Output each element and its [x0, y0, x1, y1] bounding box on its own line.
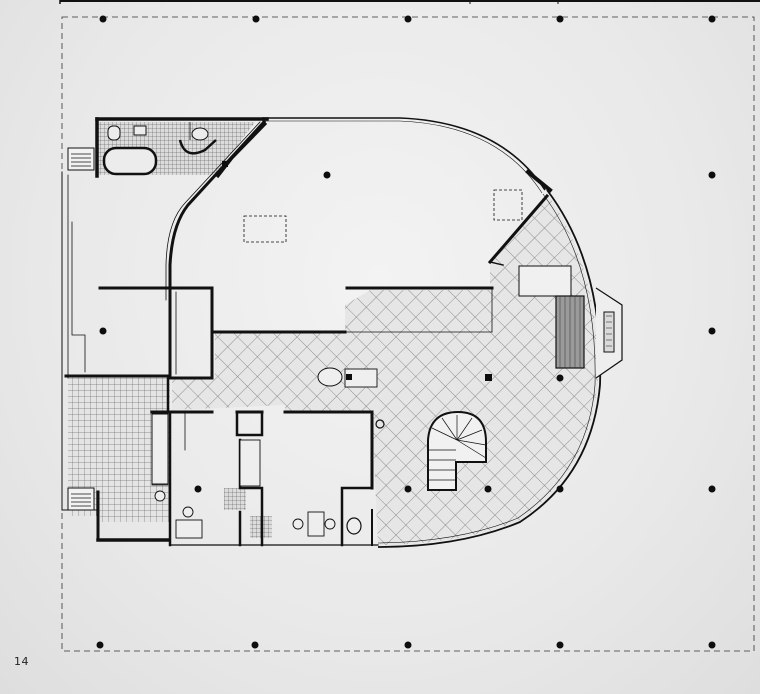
- service-tile-1: [224, 488, 246, 510]
- bath-toilet: [191, 127, 209, 141]
- angled-wall-stub: [489, 261, 504, 266]
- service-fixtures: [151, 413, 362, 539]
- column-square: [485, 374, 492, 381]
- column: [252, 15, 260, 23]
- column: [404, 641, 412, 649]
- east-vent: [603, 311, 615, 353]
- column: [556, 641, 564, 649]
- column: [484, 485, 492, 493]
- west-vents: [67, 147, 95, 511]
- cabinet-a: [307, 511, 325, 537]
- interior-walls: [61, 117, 553, 547]
- angled-wall: [487, 193, 550, 265]
- bathtub: [102, 146, 158, 176]
- counter-left: [151, 413, 169, 485]
- column: [251, 641, 259, 649]
- column: [556, 15, 564, 23]
- column-square: [346, 374, 352, 380]
- curved-hall-wall: [168, 119, 267, 380]
- spiral-stair: [427, 410, 487, 491]
- skylight-2: [493, 189, 523, 221]
- living-floor-hatch: [172, 193, 599, 545]
- east-projection: [518, 265, 623, 379]
- page-number: 14: [14, 655, 29, 668]
- basin-b: [324, 518, 336, 530]
- bathroom-fixtures: [102, 122, 217, 176]
- basin-a: [292, 518, 304, 530]
- column: [708, 171, 716, 179]
- sink-1: [154, 490, 166, 502]
- column: [556, 485, 564, 493]
- wc-wall: [340, 486, 374, 547]
- column: [708, 15, 716, 23]
- column: [404, 485, 412, 493]
- west-stub: [71, 221, 86, 373]
- low-table: [344, 368, 378, 388]
- shower-curve: [178, 139, 217, 155]
- bath-cabinet: [133, 125, 147, 136]
- round-table: [317, 367, 343, 387]
- structural-columns: [96, 15, 716, 649]
- curved-hall-wall-inner: [165, 121, 261, 301]
- column: [708, 485, 716, 493]
- column: [96, 641, 104, 649]
- column-square: [222, 161, 228, 167]
- column: [99, 15, 107, 23]
- wc-toilet: [346, 517, 362, 535]
- column: [323, 171, 331, 179]
- column: [404, 15, 412, 23]
- service-divider-1: [235, 410, 264, 437]
- sink-2: [182, 506, 194, 518]
- vent-top: [67, 147, 95, 171]
- post-ring: [375, 419, 385, 429]
- column: [194, 485, 202, 493]
- service-top-wall-3: [283, 410, 374, 490]
- column: [556, 374, 564, 382]
- corridor-hatch: [345, 300, 490, 332]
- column: [708, 327, 716, 335]
- sideboard-cabinet: [518, 265, 572, 297]
- closet-block: [170, 286, 214, 380]
- stair-enclosure: [427, 410, 487, 491]
- column: [708, 641, 716, 649]
- skylight-1: [243, 215, 287, 243]
- counter-mid: [239, 439, 261, 487]
- vent-bottom: [67, 487, 95, 511]
- counter-bottom: [175, 519, 203, 539]
- curve-junction: [525, 169, 553, 193]
- top-frame-line: [59, 0, 760, 4]
- bath-basin: [107, 125, 121, 141]
- column: [99, 327, 107, 335]
- living-furniture: [243, 189, 523, 429]
